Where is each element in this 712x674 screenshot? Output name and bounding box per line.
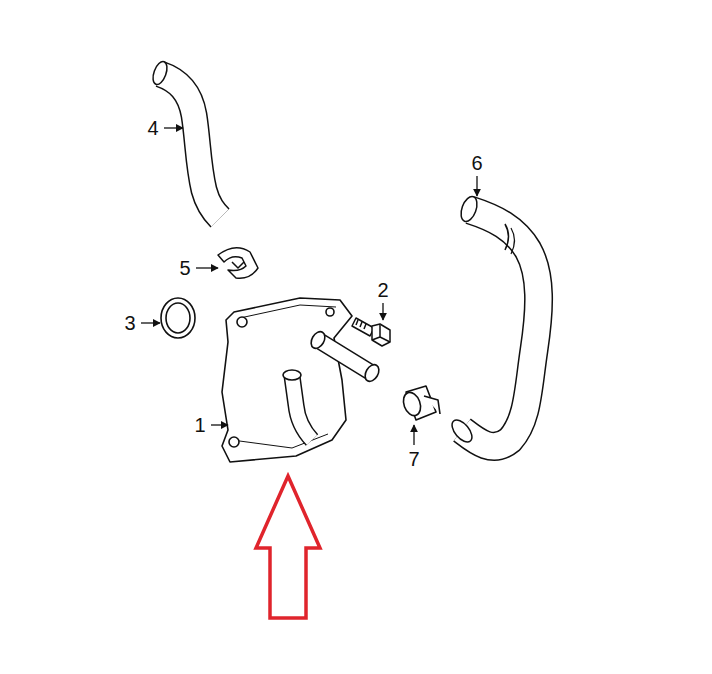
callout-number: 7 <box>408 449 419 469</box>
callout-number: 5 <box>179 258 190 278</box>
red-pointer-arrow <box>256 476 320 618</box>
callout-number: 2 <box>377 280 388 300</box>
callout-number: 6 <box>471 153 482 173</box>
callout-number: 4 <box>147 118 158 138</box>
bolt <box>352 318 390 346</box>
callout-number: 3 <box>124 313 135 333</box>
lower-hose <box>448 194 538 446</box>
leader-lines <box>141 128 477 445</box>
callout-number: 1 <box>194 415 205 435</box>
oil-cooler <box>222 298 382 462</box>
o-ring <box>161 298 195 338</box>
upper-hose <box>150 60 220 218</box>
hose-clamp <box>218 248 258 279</box>
plug-cap <box>400 386 440 420</box>
